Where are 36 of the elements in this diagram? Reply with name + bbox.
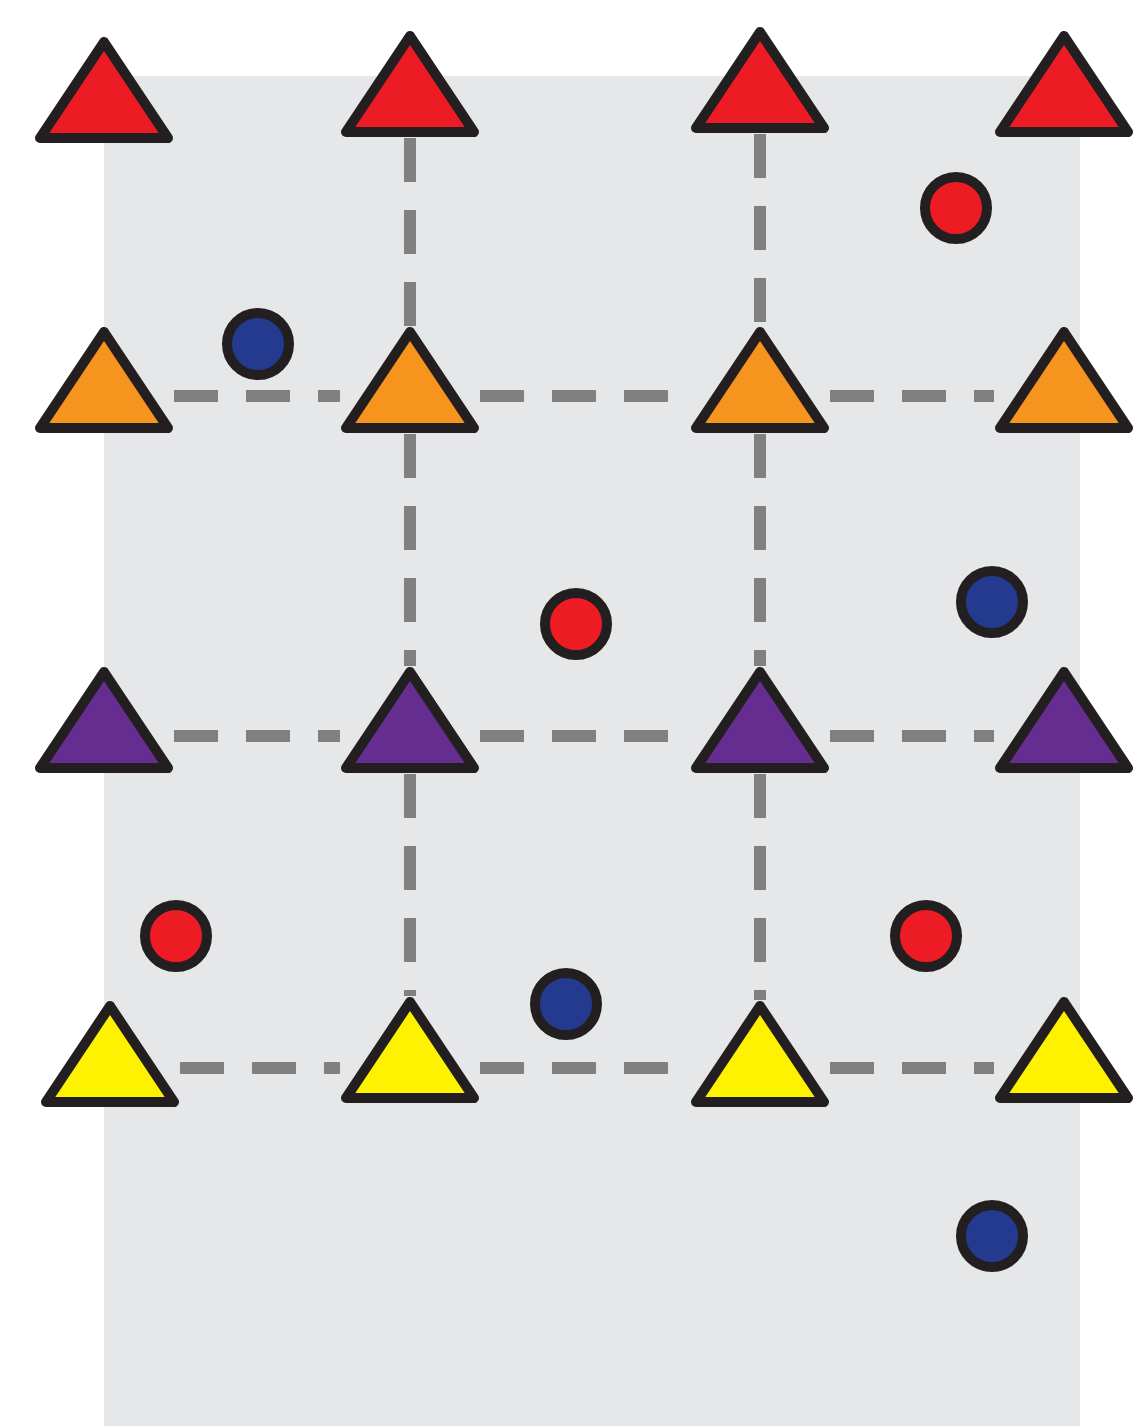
triangle-marker <box>690 26 830 134</box>
triangle-marker <box>994 666 1134 774</box>
triangle-marker <box>34 666 174 774</box>
dashed-connector-line <box>174 390 340 402</box>
circle-marker <box>956 1200 1028 1272</box>
circle-marker <box>956 566 1028 638</box>
circle-marker <box>540 588 612 660</box>
triangle-marker <box>34 326 174 434</box>
triangle-marker <box>34 36 174 144</box>
circle-marker <box>222 308 294 380</box>
dashed-connector-line <box>830 1062 994 1074</box>
triangle-marker <box>994 30 1134 138</box>
dashed-connector-line <box>180 1062 340 1074</box>
triangle-marker <box>340 326 480 434</box>
triangle-marker <box>340 996 480 1104</box>
triangle-marker <box>340 666 480 774</box>
circle-marker <box>140 900 212 972</box>
circle-marker <box>890 900 962 972</box>
dashed-connector-line <box>404 138 416 326</box>
circle-marker <box>530 968 602 1040</box>
dashed-connector-line <box>830 390 994 402</box>
dashed-connector-line <box>404 434 416 666</box>
triangle-marker <box>690 1000 830 1108</box>
circle-marker <box>920 172 992 244</box>
dashed-connector-line <box>830 730 994 742</box>
dashed-connector-line <box>754 134 766 326</box>
dashed-connector-line <box>174 730 340 742</box>
dashed-connector-line <box>404 774 416 996</box>
dashed-connector-line <box>754 774 766 1000</box>
triangle-marker <box>690 326 830 434</box>
triangle-marker <box>994 996 1134 1104</box>
triangle-marker <box>40 1000 180 1108</box>
triangle-marker <box>690 666 830 774</box>
triangle-marker <box>994 326 1134 434</box>
dashed-connector-line <box>754 434 766 666</box>
triangle-marker <box>340 30 480 138</box>
